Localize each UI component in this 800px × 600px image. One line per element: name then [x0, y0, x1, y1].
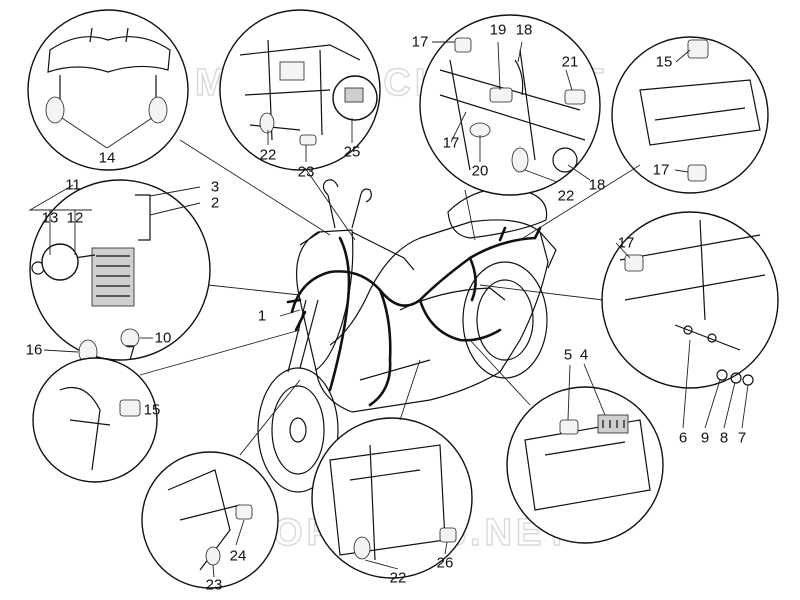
- detail-circle-front-connector: [32, 357, 158, 483]
- callout-17-mid: 17: [443, 135, 460, 152]
- callout-22-floor: 22: [390, 570, 407, 587]
- callout-23-top: 23: [298, 164, 315, 181]
- callout-2: 2: [211, 195, 219, 212]
- callout-10: 10: [155, 330, 172, 347]
- callout-3: 3: [211, 179, 219, 196]
- callout-21: 21: [562, 54, 579, 71]
- detail-circle-seat-area: [611, 36, 769, 194]
- callout-5: 5: [564, 347, 572, 364]
- callout-8: 8: [720, 430, 728, 447]
- callout-4: 4: [580, 347, 588, 364]
- detail-circle-dashboard-wiring: [219, 9, 381, 171]
- callout-6: 6: [679, 430, 687, 447]
- detail-circle-handlebar: [27, 9, 189, 171]
- callout-13: 13: [42, 210, 59, 227]
- callout-17-top: 17: [412, 34, 429, 51]
- callout-22-top: 22: [260, 147, 277, 164]
- callout-18-top: 18: [516, 22, 533, 39]
- callout-15-bottom: 15: [144, 402, 161, 419]
- detail-circle-voltage-regulator: [29, 179, 211, 365]
- callout-22-rear: 22: [558, 188, 575, 205]
- callout-19: 19: [490, 22, 507, 39]
- callout-17-right: 17: [653, 162, 670, 179]
- callout-24: 24: [230, 548, 247, 565]
- detail-connector-lines: [139, 139, 641, 456]
- detail-circle-rear-frame: [419, 14, 601, 196]
- callout-17-bracket: 17: [618, 235, 635, 252]
- detail-circle-fuse-box: [506, 386, 664, 544]
- callout-1: 1: [258, 308, 266, 325]
- callout-18-bottom: 18: [589, 177, 606, 194]
- callout-14: 14: [99, 150, 116, 167]
- callout-12: 12: [67, 210, 84, 227]
- callout-15-top: 15: [656, 54, 673, 71]
- callout-7: 7: [738, 430, 746, 447]
- callout-26: 26: [437, 555, 454, 572]
- detail-circle-floor-wiring: [311, 417, 473, 579]
- callout-labels: 1 2 3 4 5 6 7 8 9 10 11 12 13 14 15 15 1…: [26, 22, 747, 594]
- callout-20: 20: [472, 163, 489, 180]
- callout-leaders: [28, 41, 749, 578]
- detail-circle-front-wiring: [141, 451, 279, 589]
- callout-11: 11: [65, 177, 81, 194]
- callout-25: 25: [344, 144, 361, 161]
- callout-9: 9: [701, 430, 709, 447]
- callout-23-bottom: 23: [206, 577, 223, 594]
- callout-16: 16: [26, 342, 43, 359]
